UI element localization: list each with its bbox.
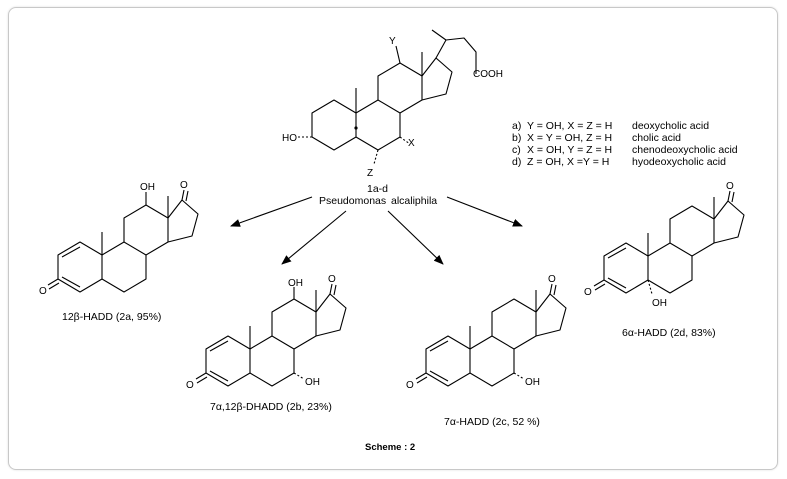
scheme-caption: Scheme : 2 bbox=[365, 442, 415, 453]
legend-cond-b: X = Y = OH, Z = H bbox=[527, 132, 612, 144]
figure-frame bbox=[8, 7, 778, 470]
product-label-2d: 6α-HADD (2d, 83%) bbox=[622, 327, 716, 339]
legend-name-c: chenodeoxycholic acid bbox=[632, 144, 738, 156]
atom-oh-2a: OH bbox=[140, 182, 155, 193]
structure-2c bbox=[415, 283, 567, 387]
atom-o-17-2a: O bbox=[180, 180, 188, 191]
arrow-to-2c bbox=[387, 210, 444, 265]
organism-genus: Pseudomonas bbox=[319, 195, 386, 207]
atom-oh-7-2c: OH bbox=[525, 377, 540, 388]
atom-x: X bbox=[408, 138, 415, 149]
arrow-to-2d bbox=[446, 196, 523, 227]
atom-oh-6-2d: OH bbox=[652, 298, 667, 309]
legend-name-a: deoxycholic acid bbox=[632, 120, 709, 132]
legend-cond-c: X = OH, Y = Z = H bbox=[527, 144, 612, 156]
atom-z: Z bbox=[367, 168, 373, 179]
atom-o-17-2d: O bbox=[726, 181, 734, 192]
product-label-2c: 7α-HADD (2c, 52 %) bbox=[444, 416, 540, 428]
legend-name-d: hyodeoxycholic acid bbox=[632, 156, 726, 168]
arrow-to-2a bbox=[230, 196, 313, 227]
legend-cond-d: Z = OH, X =Y = H bbox=[527, 156, 609, 168]
legend-name-b: cholic acid bbox=[632, 132, 681, 144]
product-label-2a: 12β-HADD (2a, 95%) bbox=[62, 311, 161, 323]
structure-2a bbox=[47, 189, 199, 293]
atom-oh-12-2b: OH bbox=[288, 278, 303, 289]
atom-o-3-2c: O bbox=[406, 380, 414, 391]
atom-o-3-2b: O bbox=[186, 380, 194, 391]
atom-o-3-2d: O bbox=[584, 287, 592, 298]
atom-o-3-2a: O bbox=[39, 286, 47, 297]
atom-o-17-2b: O bbox=[328, 274, 336, 285]
product-label-2b: 7α,12β-DHADD (2b, 23%) bbox=[210, 401, 332, 413]
substrate-label: 1a-d bbox=[367, 183, 388, 195]
atom-o-17-2c: O bbox=[548, 274, 556, 285]
structure-2b bbox=[195, 283, 347, 387]
arrow-to-2b bbox=[281, 210, 347, 265]
organism-species: alcaliphila bbox=[391, 195, 437, 207]
reaction-arrows bbox=[230, 196, 523, 265]
legend-key-d: d) bbox=[512, 156, 521, 168]
legend-key-b: b) bbox=[512, 132, 521, 144]
substituent-legend: a) Y = OH, X = Z = H deoxycholic acid b)… bbox=[512, 120, 738, 168]
legend-key-c: c) bbox=[512, 144, 521, 156]
legend-key-a: a) bbox=[512, 120, 521, 132]
atom-cooh: COOH bbox=[473, 69, 503, 80]
atom-oh-7-2b: OH bbox=[305, 377, 320, 388]
atom-ho: HO bbox=[282, 133, 297, 144]
legend-cond-a: Y = OH, X = Z = H bbox=[527, 120, 612, 132]
atom-y: Y bbox=[389, 36, 396, 47]
substrate-structure bbox=[298, 29, 477, 165]
structure-2d bbox=[593, 190, 745, 295]
